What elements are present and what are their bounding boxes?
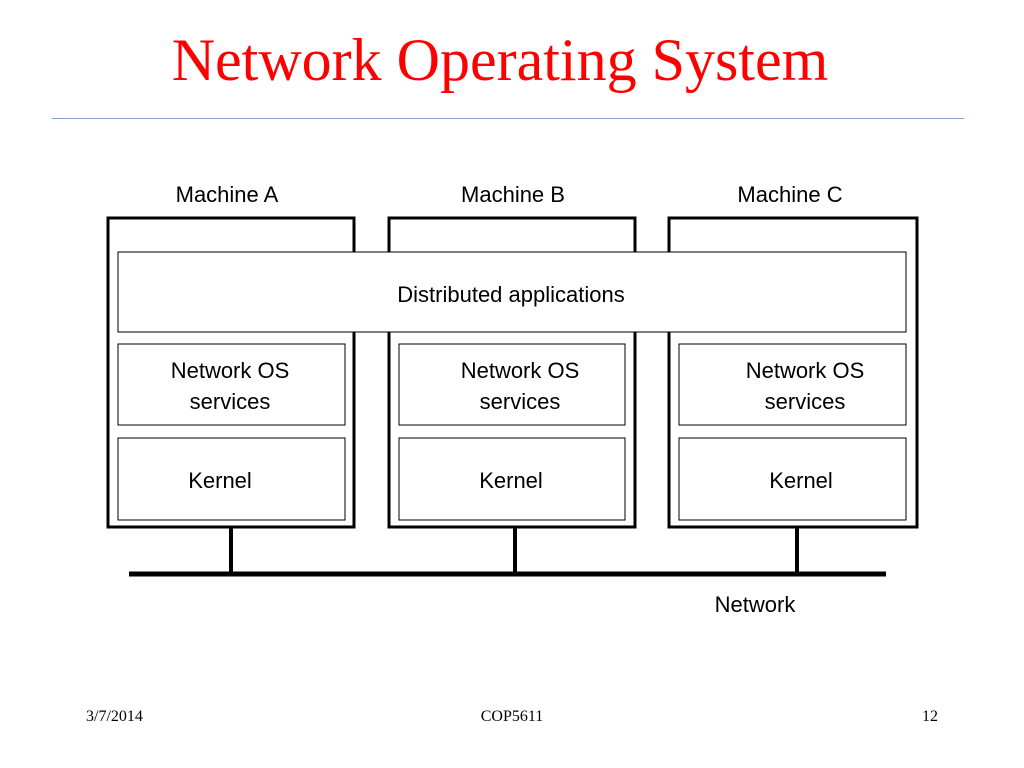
distributed-applications-box [117,251,907,333]
machine-a-label: Machine A [176,182,279,207]
distributed-applications-label: Distributed applications [397,282,624,307]
machine-a-kernel-box [117,437,346,521]
network-label: Network [715,592,797,617]
machine-b: Machine B Network OS services Kernel [387,182,637,574]
machine-c-services-line2: services [765,389,846,414]
machine-a: Machine A Network OS services Kernel [106,182,356,574]
machine-b-kernel-box [398,437,626,521]
machine-c-services-line1: Network OS [746,358,865,383]
machine-c-kernel-label: Kernel [769,468,833,493]
machine-b-label: Machine B [461,182,565,207]
machine-a-services-line1: Network OS [171,358,290,383]
machine-a-services-box [117,343,346,426]
footer-course: COP5611 [480,708,544,725]
machine-c-kernel-box [678,437,907,521]
machine-b-services-line2: services [480,389,561,414]
footer-page-number: 12 [922,708,938,725]
title-divider [52,118,964,119]
slide-title: Network Operating System [171,27,829,93]
machine-b-services-box [398,343,626,426]
machine-a-services-line2: services [190,389,271,414]
machine-b-services-line1: Network OS [461,358,580,383]
machine-b-kernel-label: Kernel [479,468,543,493]
machine-c-label: Machine C [737,182,842,207]
machine-a-kernel-label: Kernel [188,468,252,493]
machine-c: Machine C Network OS services Kernel [667,182,919,574]
footer-date: 3/7/2014 [86,708,143,725]
machine-c-services-box [678,343,907,426]
